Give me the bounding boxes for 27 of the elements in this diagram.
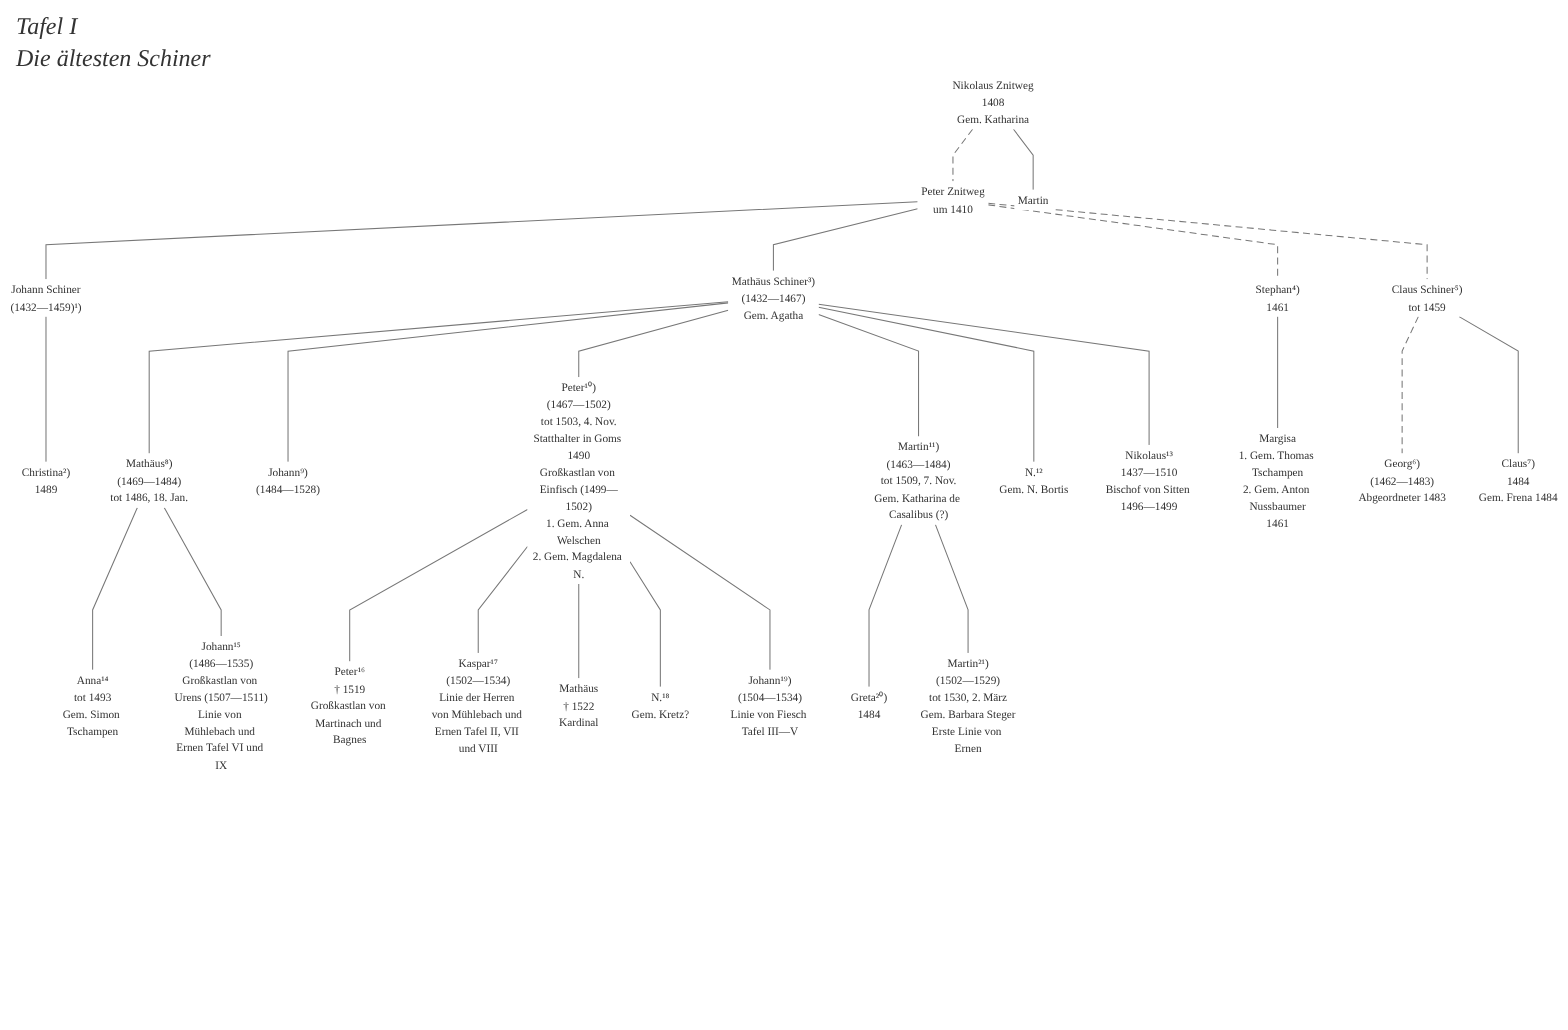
connector <box>163 507 222 637</box>
connector <box>578 583 580 679</box>
connector <box>349 508 529 662</box>
connector <box>477 546 529 654</box>
connector <box>952 128 974 182</box>
connector <box>287 302 729 463</box>
connector <box>818 303 1150 446</box>
connector <box>92 507 138 671</box>
connector <box>45 316 47 463</box>
connector <box>1458 316 1519 454</box>
connector <box>45 201 919 280</box>
connector <box>578 309 729 378</box>
connector <box>868 524 903 688</box>
connector <box>934 524 969 654</box>
connector <box>1401 316 1419 454</box>
connector <box>148 301 729 454</box>
connector <box>629 514 771 671</box>
diagram-subtitle: Die ältesten Schiner <box>16 43 211 75</box>
connector <box>1277 316 1279 429</box>
connector <box>1013 128 1034 191</box>
connector <box>987 202 1428 280</box>
connector <box>818 313 920 437</box>
connector <box>987 204 1279 280</box>
connector <box>818 306 1035 463</box>
diagram-title: Tafel I <box>16 12 78 44</box>
connector <box>772 208 919 272</box>
connector <box>629 561 661 688</box>
